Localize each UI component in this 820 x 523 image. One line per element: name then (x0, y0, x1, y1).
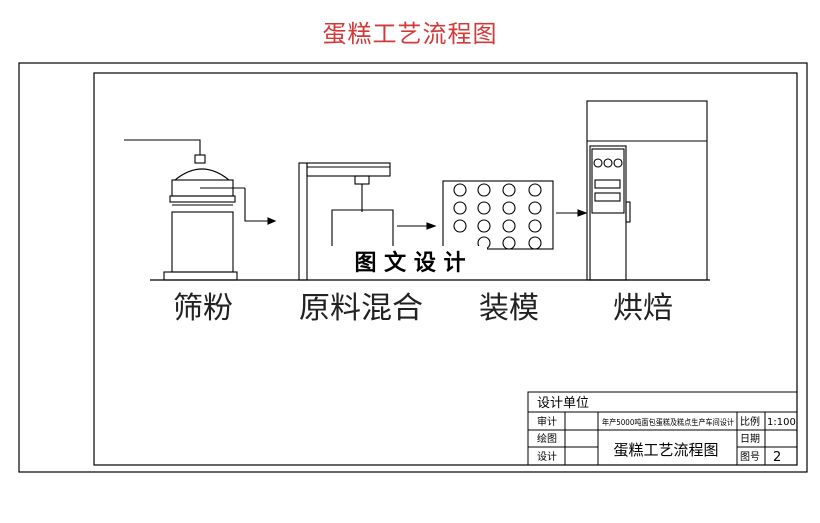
sifter-equipment (124, 139, 277, 281)
title-block-design: 设计 (537, 450, 557, 463)
title-block-sheet-label: 图号 (740, 451, 760, 463)
outer-frame (18, 62, 808, 473)
title-block-project: 年产5000吨面包蛋糕及糕点生产车间设计 (602, 417, 734, 427)
title-block-design-unit: 设计单位 (537, 396, 589, 411)
title-block-scale-label: 比例 (740, 415, 760, 428)
stage-label-mold: 装模 (479, 291, 539, 326)
stage-label-mix: 原料混合 (299, 291, 423, 326)
overlay-label-bg (333, 246, 487, 278)
title-block-drawing-name: 蛋糕工艺流程图 (613, 441, 718, 459)
title-block: 设计单位 审计 绘图 设计 年产5000吨面包蛋糕及糕点生产车间设计 蛋糕工艺流… (527, 391, 798, 466)
stage-label-sift: 筛粉 (173, 291, 233, 326)
title-block-review: 审计 (537, 415, 557, 428)
stage-label-bake: 烘焙 (613, 291, 673, 326)
title-block-drawing: 绘图 (537, 432, 557, 445)
inner-frame (93, 72, 798, 466)
page-title: 蛋糕工艺流程图 (322, 20, 498, 48)
mold-tray-equipment (442, 180, 588, 250)
oven-equipment (586, 100, 708, 281)
title-block-date-label: 日期 (740, 433, 760, 445)
title-block-scale-value: 1:100 (767, 417, 796, 428)
mixer-equipment (298, 162, 437, 281)
overlay-label: 图 文 设 计 (355, 250, 466, 276)
title-block-sheet-value: 2 (773, 450, 781, 465)
